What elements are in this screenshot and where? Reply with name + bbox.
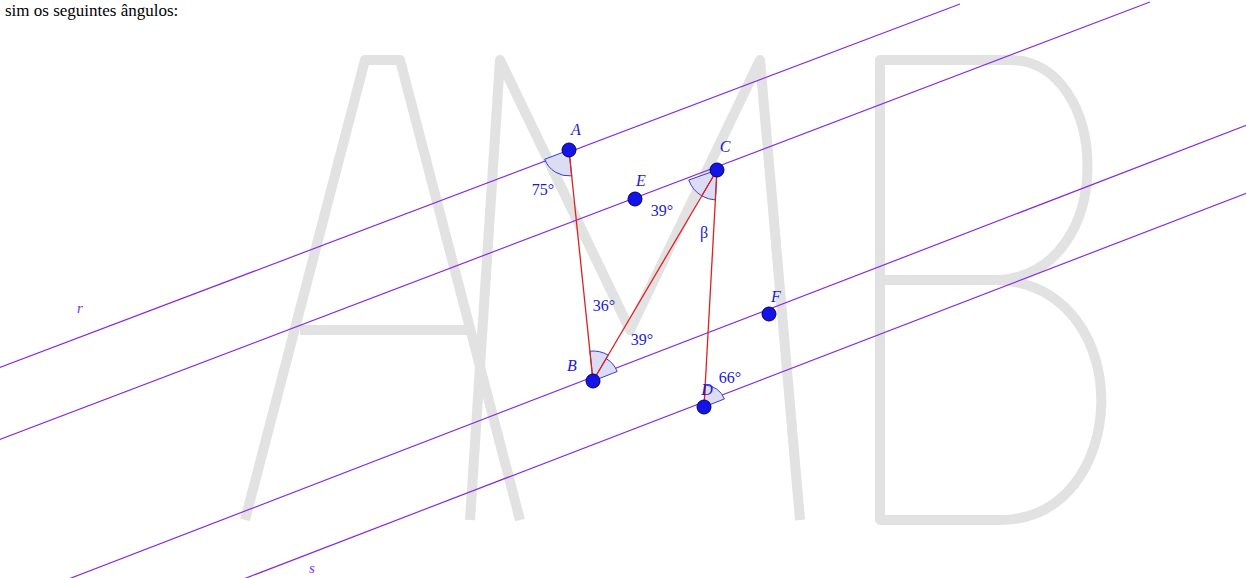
point [697, 400, 711, 414]
parallel-line [215, 188, 1246, 578]
segment [593, 170, 717, 381]
watermark-letter [470, 60, 800, 520]
parallel-line [0, 2, 1150, 447]
angle-label: 36° [592, 298, 616, 314]
angle-label: 75° [531, 182, 555, 198]
segment [569, 150, 593, 381]
segment [704, 170, 717, 407]
point-label: C [719, 139, 732, 155]
point-label: A [570, 122, 582, 138]
point [762, 307, 776, 321]
line-name: r [76, 301, 84, 316]
angle-label: 39° [650, 203, 674, 219]
watermark [245, 60, 1101, 520]
instruction-text: sim os seguintes ângulos: [4, 2, 179, 19]
point-label: E [635, 173, 647, 189]
angle-label: 39° [630, 332, 654, 348]
angle-label: β [699, 225, 709, 241]
parallel-line [40, 120, 1246, 578]
point [710, 163, 724, 177]
point-label: B [566, 358, 578, 374]
line-name: s [308, 561, 316, 576]
point-label: D [700, 382, 714, 398]
watermark-letter [880, 60, 1101, 520]
point [562, 143, 576, 157]
point [586, 374, 600, 388]
point [628, 192, 642, 206]
point-label: F [770, 289, 782, 305]
angle-label: 66° [718, 370, 742, 386]
parallel-line [0, 4, 960, 375]
